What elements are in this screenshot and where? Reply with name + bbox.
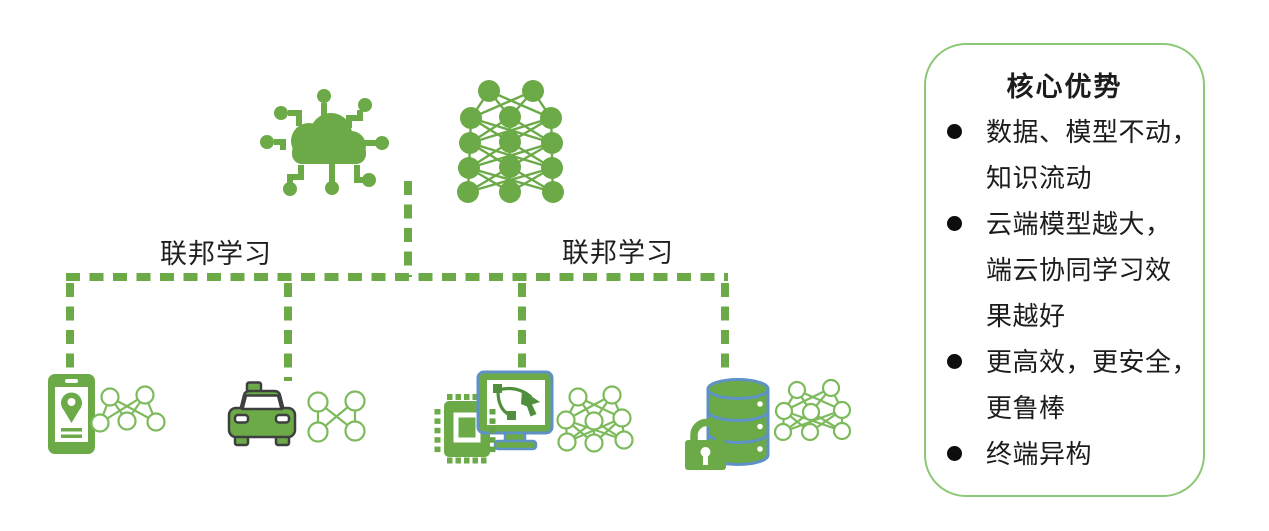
federated-learning-diagram [48,80,852,470]
advantage-item: 终端异构 [947,431,1197,477]
smartphone-location-icon [48,374,95,454]
bullet-icon [947,446,962,461]
workstation-model-network-icon [556,385,634,453]
cursor-arrow-icon [521,390,540,417]
panel-list: 数据、模型不动， 知识流动 云端模型越大， 端云协同学习效 果越好 更高效，更安… [926,109,1203,477]
core-advantages-panel: 核心优势 数据、模型不动， 知识流动 云端模型越大， 端云协同学习效 果越好 [924,43,1205,497]
advantage-line: 云端模型越大， [986,209,1172,239]
advantage-line: 果越好 [986,301,1066,331]
phone-model-network-icon [90,385,166,433]
advantage-line: 知识流动 [986,163,1093,193]
advantage-item: 更高效，更安全， 更鲁棒 [947,339,1199,431]
panel-title: 核心优势 [1006,72,1123,102]
bullet-icon [947,354,962,369]
cloud-network-icon [260,89,389,196]
advantage-line: 更高效，更安全， [986,347,1199,377]
advantage-line: 终端异构 [986,439,1093,469]
car-model-network-icon [307,390,366,443]
advantage-item: 数据、模型不动， 知识流动 [947,109,1199,201]
bullet-icon [947,124,962,139]
pen-anchor-icon [507,411,516,420]
padlock-icon [685,418,726,470]
database-model-network-icon [773,378,852,442]
advantage-line: 数据、模型不动， [986,117,1199,147]
secure-database-icon [685,378,770,470]
federated-learning-label-right: 联邦学习 [562,238,674,268]
car-icon [227,381,297,447]
advantage-item: 云端模型越大， 端云协同学习效 果越好 [947,201,1197,339]
advantage-line: 端云协同学习效 [986,255,1172,285]
design-monitor-icon [476,370,554,453]
advantage-line: 更鲁棒 [986,393,1066,423]
chip-right-pins [489,409,496,453]
dashed-connector-tree [66,181,729,381]
neural-network-icon [457,80,564,203]
bullet-icon [947,216,962,231]
pen-anchor-icon [493,384,502,393]
federated-learning-label-left: 联邦学习 [160,239,272,269]
